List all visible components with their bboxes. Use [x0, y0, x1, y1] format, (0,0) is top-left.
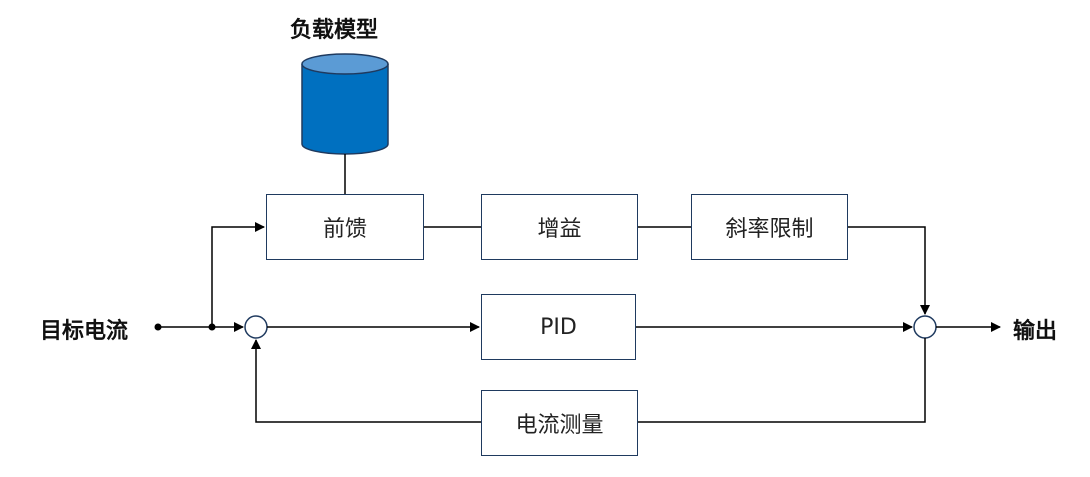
feedforward-branch-line	[211, 222, 265, 327]
feedforward-block: 前馈	[266, 194, 424, 260]
input-label: 目标电流	[40, 319, 129, 344]
rate-limit-block: 斜率限制	[691, 194, 848, 260]
gain-block: 增益	[481, 194, 638, 260]
rate-to-output-sum-line	[848, 226, 930, 315]
database-icon	[301, 53, 389, 155]
feedback-line-right	[638, 338, 926, 423]
pid-block: PID	[481, 294, 636, 360]
feedback-line-left	[251, 339, 481, 423]
input-summing-junction	[244, 315, 268, 339]
output-label: 输出	[1013, 319, 1058, 344]
output-summing-junction	[913, 315, 937, 339]
load-model-title: 负载模型	[290, 18, 379, 43]
measurement-block: 电流测量	[481, 390, 638, 456]
